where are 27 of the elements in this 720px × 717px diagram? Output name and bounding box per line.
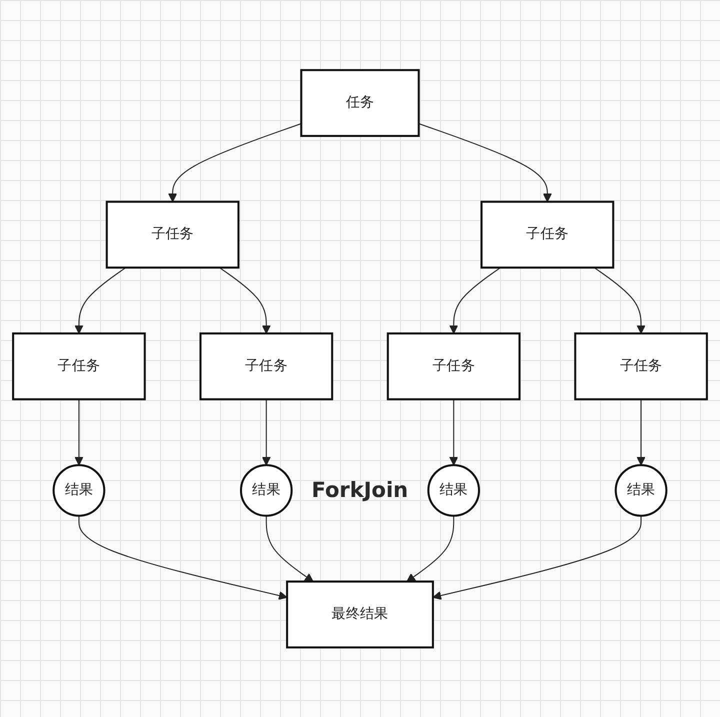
node-box: 子任务 xyxy=(574,332,708,400)
arrow xyxy=(406,515,454,582)
node-box: 子任务 xyxy=(106,200,240,268)
arrow xyxy=(449,399,458,466)
arrow xyxy=(594,266,646,334)
arrow xyxy=(219,266,271,334)
arrow xyxy=(636,399,646,466)
node-box: 子任务 xyxy=(480,200,614,268)
arrow xyxy=(449,266,501,334)
arrow xyxy=(432,515,642,600)
node-circle: 结果 xyxy=(427,464,480,516)
node-circle: 结果 xyxy=(240,464,293,516)
node-box: 子任务 xyxy=(199,332,334,400)
node-box: 子任务 xyxy=(386,332,521,400)
arrow xyxy=(74,399,84,466)
arrow xyxy=(266,515,314,582)
node-circle: 结果 xyxy=(52,464,106,516)
arrow xyxy=(78,515,288,600)
arrow xyxy=(262,399,271,466)
arrow xyxy=(418,122,552,202)
node-box: 子任务 xyxy=(12,332,146,400)
node-box: 最终结果 xyxy=(286,580,434,648)
node-box: 任务 xyxy=(300,68,420,137)
node-circle: 结果 xyxy=(614,464,668,516)
diagram-label: ForkJoin xyxy=(312,478,408,502)
arrow xyxy=(74,266,126,334)
arrow xyxy=(168,122,302,202)
